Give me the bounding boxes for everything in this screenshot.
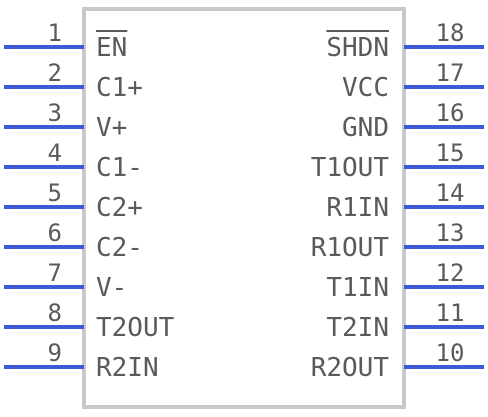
pin-label: SHDN bbox=[326, 33, 389, 63]
pin-label: C1+ bbox=[96, 73, 143, 103]
pin-label: C2- bbox=[96, 233, 143, 263]
pin-number: 8 bbox=[48, 299, 62, 327]
pin-label: T2OUT bbox=[96, 313, 175, 343]
pin-number: 1 bbox=[48, 19, 62, 47]
pin-label: V+ bbox=[96, 113, 127, 143]
pin-number: 4 bbox=[48, 139, 62, 167]
pin-label: R2IN bbox=[96, 353, 159, 383]
pin-number: 12 bbox=[436, 259, 465, 287]
pin-label: GND bbox=[342, 113, 389, 143]
pin-label: T1OUT bbox=[311, 153, 390, 183]
pin-number: 7 bbox=[48, 259, 62, 287]
ic-body bbox=[82, 7, 406, 409]
pin-number: 10 bbox=[436, 339, 465, 367]
pin-label: T2IN bbox=[326, 313, 389, 343]
pin-label: R1IN bbox=[326, 193, 389, 223]
pin-label: V- bbox=[96, 273, 127, 303]
pin-number: 18 bbox=[436, 19, 465, 47]
pin-label: T1IN bbox=[326, 273, 389, 303]
right-pin-group: 18SHDN17VCC16GND15T1OUT14R1IN13R1OUT12T1… bbox=[311, 19, 484, 383]
pin-label: R2OUT bbox=[311, 353, 390, 383]
pin-number: 5 bbox=[48, 179, 62, 207]
pin-number: 17 bbox=[436, 59, 465, 87]
pin-number: 2 bbox=[48, 59, 62, 87]
pin-number: 15 bbox=[436, 139, 465, 167]
pin-number: 6 bbox=[48, 219, 62, 247]
pin-label: EN bbox=[96, 33, 127, 63]
pin-number: 16 bbox=[436, 99, 465, 127]
pin-number: 3 bbox=[48, 99, 62, 127]
pin-label: R1OUT bbox=[311, 233, 390, 263]
pin-number: 13 bbox=[436, 219, 465, 247]
pin-label: C1- bbox=[96, 153, 143, 183]
pin-label: VCC bbox=[342, 73, 389, 103]
pin-number: 9 bbox=[48, 339, 62, 367]
pin-number: 11 bbox=[436, 299, 465, 327]
pin-label: C2+ bbox=[96, 193, 143, 223]
pin-number: 14 bbox=[436, 179, 465, 207]
